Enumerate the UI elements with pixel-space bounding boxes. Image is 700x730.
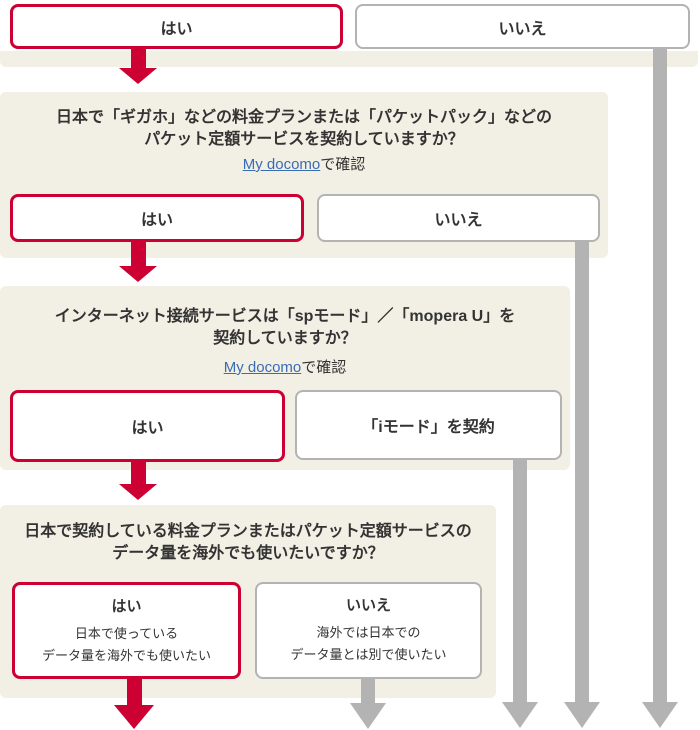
- arrow-yes-1-icon: [119, 68, 157, 84]
- step2-question-line2: パケット定額サービスを契約していますか？: [144, 131, 464, 148]
- step3-my-docomo-link[interactable]: My docomo: [223, 359, 302, 376]
- step4-yes-button[interactable]: はい 日本で使っている データ量を海外でも使いたい: [12, 582, 241, 679]
- step2-check-suffix: で確認: [320, 156, 366, 173]
- step4-question: 日本で契約している料金プランまたはパケット定額サービスの データ量を海外でも使い…: [0, 521, 496, 565]
- arrow-yes-2-stem: [131, 242, 146, 266]
- arrow-yes-3-icon: [119, 484, 157, 500]
- step1-no-button[interactable]: いいえ: [355, 4, 690, 49]
- step3-yes-button[interactable]: はい: [10, 390, 285, 462]
- step1-yes-label: はい: [160, 20, 193, 38]
- step2-no-label: いいえ: [434, 212, 483, 229]
- arrow-yes-3-stem: [131, 462, 146, 484]
- arrow-imode-icon: [502, 702, 538, 728]
- step3-question-line1: インターネット接続サービスは「spモード」／「mopera U」を: [54, 308, 516, 325]
- step3-question: インターネット接続サービスは「spモード」／「mopera U」を 契約していま…: [0, 306, 570, 350]
- step4-yes-subtext: 日本で使っている データ量を海外でも使いたい: [42, 623, 211, 667]
- step3-imode-label: 「iモード」を契約: [362, 419, 495, 436]
- step2-yes-button[interactable]: はい: [10, 194, 304, 242]
- step4-no-button[interactable]: いいえ 海外では日本での データ量とは別で使いたい: [255, 582, 482, 679]
- arrow-no-1-icon: [642, 702, 678, 728]
- step1-panel-strip: [0, 51, 698, 67]
- arrow-no-4-stem: [361, 679, 375, 705]
- step3-yes-label: はい: [131, 420, 164, 437]
- step3-question-line2: 契約していますか？: [213, 330, 357, 347]
- step3-check-line: My docomoで確認: [0, 356, 570, 377]
- line-imode-stem: [513, 458, 527, 702]
- arrow-no-4-icon: [350, 703, 386, 729]
- step2-my-docomo-link[interactable]: My docomo: [242, 156, 321, 173]
- step4-question-line2: データ量を海外でも使いたいですか？: [112, 545, 384, 562]
- step2-question: 日本で「ギガホ」などの料金プランまたは「パケットパック」などの パケット定額サー…: [0, 107, 608, 151]
- arrow-yes-1-stem: [131, 49, 146, 68]
- step4-no-label: いいえ: [345, 597, 391, 614]
- step3-imode-button[interactable]: 「iモード」を契約: [295, 390, 562, 460]
- arrow-yes-2-icon: [119, 266, 157, 282]
- step4-no-sub-line2: データ量とは別で使いたい: [290, 647, 447, 662]
- step4-yes-sub-line2: データ量を海外でも使いたい: [41, 648, 211, 663]
- line-no-1-stem: [653, 46, 667, 702]
- arrow-yes-4-icon: [114, 705, 154, 729]
- step1-yes-button[interactable]: はい: [10, 4, 343, 49]
- step3-check-suffix: で確認: [301, 359, 347, 376]
- arrow-no-2-icon: [564, 702, 600, 728]
- step2-yes-label: はい: [140, 212, 173, 229]
- step4-yes-label: はい: [111, 598, 142, 615]
- step4-no-sub-line1: 海外では日本での: [316, 625, 421, 640]
- line-no-2-stem: [575, 242, 589, 702]
- step2-no-button[interactable]: いいえ: [317, 194, 600, 242]
- step1-no-label: いいえ: [498, 20, 547, 38]
- step4-yes-sub-line1: 日本で使っている: [74, 626, 179, 641]
- arrow-yes-4-stem: [127, 679, 142, 705]
- step4-question-line1: 日本で契約している料金プランまたはパケット定額サービスの: [24, 523, 472, 540]
- step2-check-line: My docomoで確認: [0, 153, 608, 174]
- step4-no-subtext: 海外では日本での データ量とは別で使いたい: [290, 622, 446, 666]
- step2-question-line1: 日本で「ギガホ」などの料金プランまたは「パケットパック」などの: [55, 109, 552, 126]
